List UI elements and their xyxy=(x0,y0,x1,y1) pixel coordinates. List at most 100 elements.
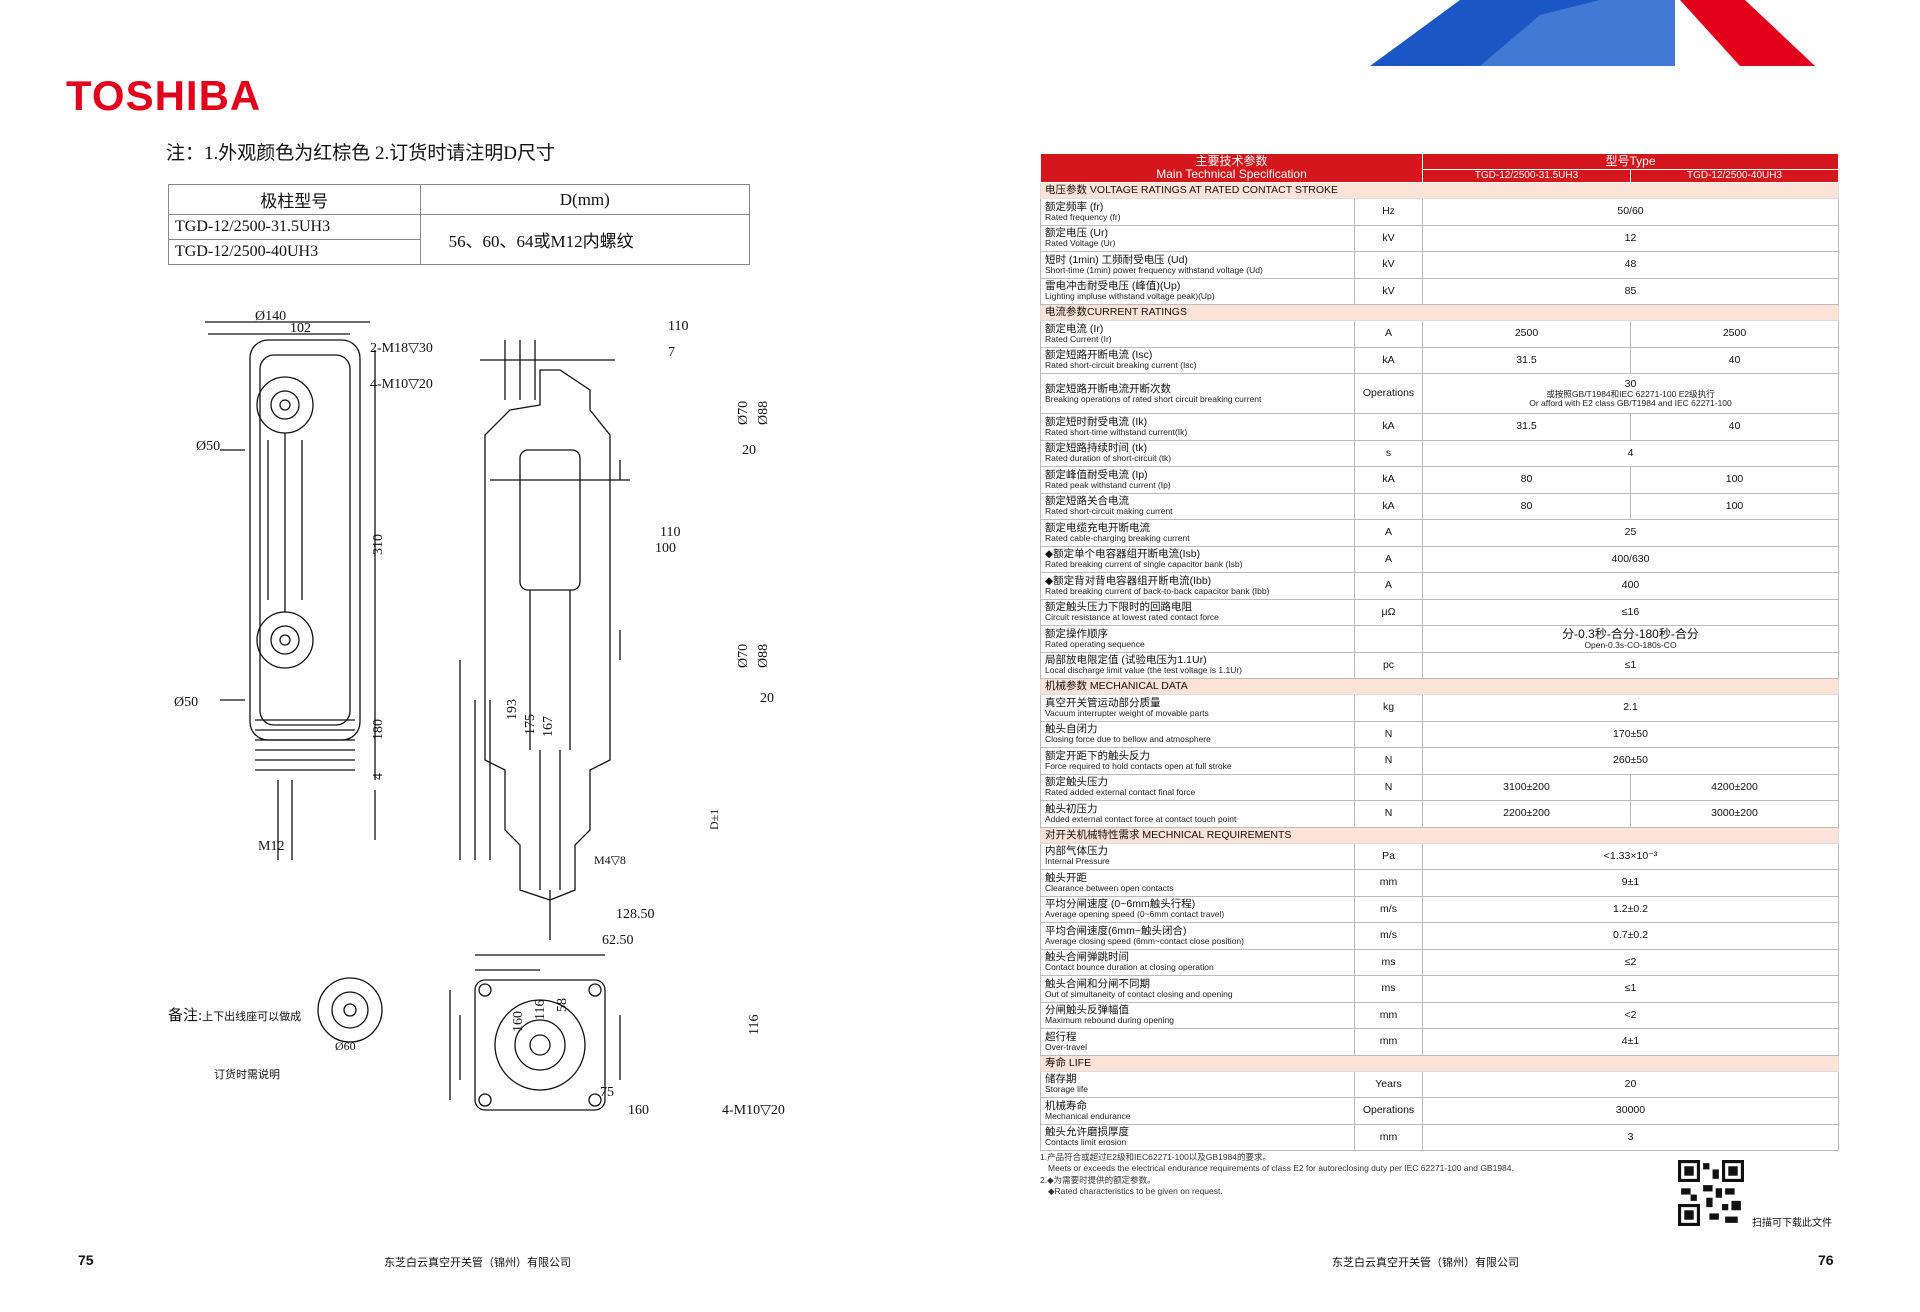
remark-label: 备注: xyxy=(168,1008,203,1024)
dim-116a: 116 xyxy=(533,1000,548,1020)
footnote-1: 1.产品符合或超过E2级和IEC62271-100以及GB1984的要求。 xyxy=(1040,1152,1271,1162)
spec-row: 额定峰值耐受电流 (Ip)Rated peak withstand curren… xyxy=(1040,466,1839,494)
spec-header-model1: TGD-12/2500-31.5UH3 xyxy=(1422,168,1631,184)
param-zh: 触头初压力 xyxy=(1045,802,1098,815)
dim-100: 100 xyxy=(655,541,676,556)
param-unit: A xyxy=(1354,519,1423,547)
remark: 备注:上下出线座可以做成 xyxy=(168,1004,301,1025)
param-unit: mm xyxy=(1354,1028,1423,1056)
value-main: ≤2 xyxy=(1624,955,1637,968)
section-title: 电压参数 VOLTAGE RATINGS AT RATED CONTACT ST… xyxy=(1040,182,1839,200)
spec-row: 额定短路持续时间 (tk)Rated duration of short-cir… xyxy=(1040,439,1839,468)
param-en: Closing force due to bellow and atmosphe… xyxy=(1045,734,1211,745)
param-zh: 平均分闸速度 (0~6mm触头行程) xyxy=(1045,898,1196,911)
dim-110: 110 xyxy=(668,319,688,334)
section-title: 寿命 LIFE xyxy=(1040,1054,1839,1072)
dim-160w: 160 xyxy=(628,1103,649,1118)
param-zh: ◆额定单个电容器组开断电流(Isb) xyxy=(1045,548,1201,561)
value-main: 170±50 xyxy=(1613,727,1648,740)
color-note: 注：1.外观颜色为红棕色 2.订货时请注明D尺寸 xyxy=(166,143,555,164)
dim-193: 193 xyxy=(505,699,520,720)
value-main: 48 xyxy=(1624,258,1637,271)
param-name: 额定短路持续时间 (tk)Rated duration of short-cir… xyxy=(1040,439,1355,468)
value-main: ≤1 xyxy=(1624,982,1637,995)
param-en: Short-time (1min) power frequency withst… xyxy=(1045,264,1263,275)
dim-110b: 110 xyxy=(660,525,680,540)
spec-header-type: 型号Type xyxy=(1422,153,1839,170)
value-line2: 或按照GB/T1984和IEC 62271-100 E2级执行 xyxy=(1546,389,1715,400)
param-unit: pc xyxy=(1354,651,1423,680)
param-value: 170±50 xyxy=(1422,720,1839,749)
param-unit: A xyxy=(1354,320,1423,348)
value-main: 0.7±0.2 xyxy=(1613,929,1648,942)
dim-m10b: 4-M10▽20 xyxy=(722,1103,785,1118)
param-unit: Pa xyxy=(1354,842,1423,871)
param-en: Over-travel xyxy=(1045,1041,1088,1052)
value-main: <2 xyxy=(1624,1008,1637,1021)
param-value: ≤16 xyxy=(1422,598,1839,627)
spec-row: 雷电冲击耐受电压 (峰值)(Up)Lighting impluse withst… xyxy=(1040,277,1839,306)
page-number-left: 75 xyxy=(78,1252,94,1268)
param-value: 20 xyxy=(1422,1070,1839,1099)
dim-m12: M12 xyxy=(258,839,284,854)
param-name: 额定电压 (Ur)Rated Voltage (Ur) xyxy=(1040,224,1355,253)
param-en: Breaking operations of rated short circu… xyxy=(1045,393,1262,404)
value-main: 3 xyxy=(1627,1130,1634,1143)
footnote-2: 2.◆为需要时提供的额定参数。 xyxy=(1040,1174,1156,1185)
param-zh: 触头开距 xyxy=(1045,871,1087,884)
param-unit: N xyxy=(1354,773,1423,802)
param-en: Force required to hold contacts open at … xyxy=(1045,760,1232,771)
value-main: 30000 xyxy=(1615,1104,1646,1117)
param-zh: 额定短时耐受电流 (Ik) xyxy=(1045,415,1148,428)
param-en: Internal Pressure xyxy=(1045,856,1110,867)
param-zh: 额定开距下的触头反力 xyxy=(1045,749,1150,762)
param-zh: 额定电压 (Ur) xyxy=(1045,227,1108,240)
param-zh: 触头合闸和分闸不同期 xyxy=(1045,977,1150,990)
param-value: 3 xyxy=(1422,1123,1839,1152)
param-value: 2500 xyxy=(1630,320,1839,348)
section-title: 电流参数CURRENT RATINGS xyxy=(1040,304,1839,322)
param-en: Local discharge limit value (the test vo… xyxy=(1045,665,1243,676)
param-value: 1.2±0.2 xyxy=(1422,895,1839,924)
param-zh: 额定触头压力下限时的回路电阻 xyxy=(1045,601,1192,614)
value-main: 20 xyxy=(1624,1077,1637,1090)
param-unit: s xyxy=(1354,439,1423,468)
param-value: 4 xyxy=(1422,439,1839,468)
param-zh: 额定触头压力 xyxy=(1045,776,1108,789)
param-value: 400 xyxy=(1422,572,1839,600)
param-zh: 额定短路开断电流开断次数 xyxy=(1045,382,1171,395)
value-main: 50/60 xyxy=(1617,205,1644,218)
qr-code-icon xyxy=(1678,1160,1744,1226)
param-zh: 触头自闭力 xyxy=(1045,723,1098,736)
dim-m10: 4-M10▽20 xyxy=(370,377,433,392)
param-unit: A xyxy=(1354,572,1423,600)
dim-d60: Ø60 xyxy=(335,1039,356,1053)
param-en: Storage life xyxy=(1045,1084,1088,1095)
dim-4: 4 xyxy=(371,773,386,780)
dim-d50b: Ø50 xyxy=(174,695,198,710)
dim-d-pm1: D±1 xyxy=(707,809,721,830)
param-unit: Operations xyxy=(1354,1097,1423,1125)
param-value: 12 xyxy=(1422,224,1839,253)
param-value: <1.33×10⁻³ xyxy=(1422,842,1839,871)
dim-160h: 160 xyxy=(511,1011,526,1032)
param-en: Rated Current (Ir) xyxy=(1045,333,1112,344)
param-en: Clearance between open contacts xyxy=(1045,882,1174,893)
param-name: 短时 (1min) 工频耐受电压 (Ud)Short-time (1min) p… xyxy=(1040,251,1355,279)
param-zh: 额定电流 (Ir) xyxy=(1045,322,1104,335)
page-number-right: 76 xyxy=(1818,1252,1834,1268)
param-en: Rated frequency (fr) xyxy=(1045,211,1121,222)
param-en: Vacuum interrupter weight of movable par… xyxy=(1045,707,1209,718)
param-name: 额定短路开断电流 (Isc)Rated short-circuit breaki… xyxy=(1040,346,1355,375)
